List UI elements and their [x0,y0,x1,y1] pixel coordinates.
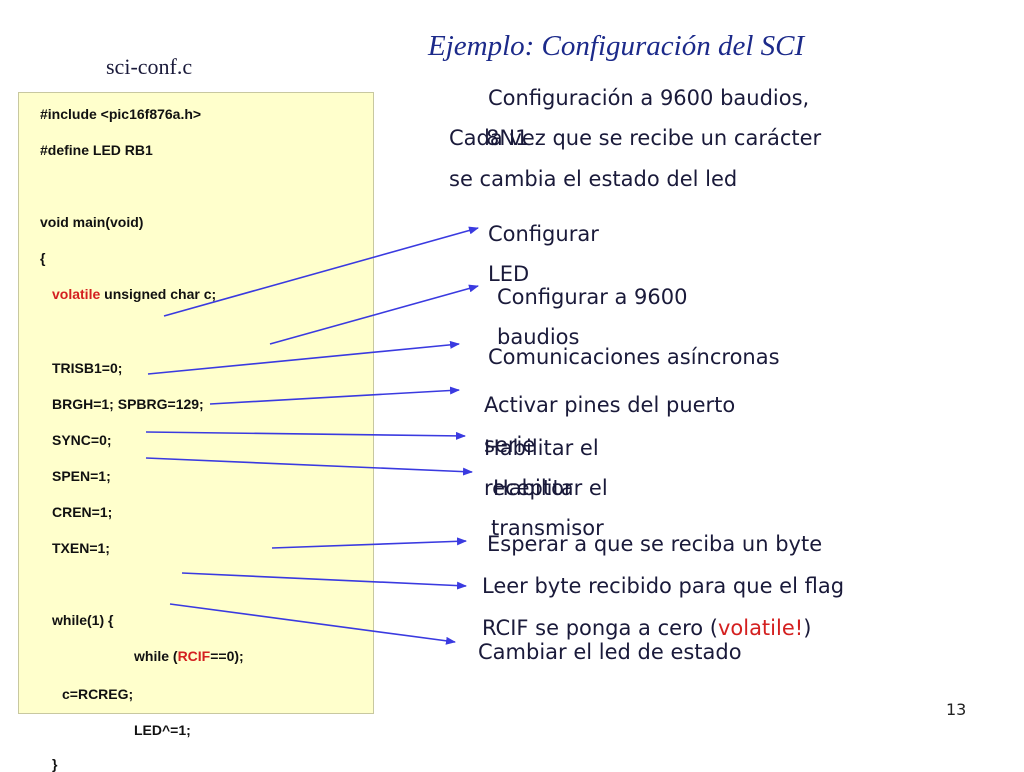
code-define: #define LED RB1 [40,142,153,158]
description-line2: Cada vez que se recibe un carácter [449,126,822,150]
annotation-configurar-led-2: LED [488,262,530,286]
arrow-tx [145,457,473,476]
annotation-pins-1: Activar pines del puerto [484,393,736,417]
volatile-keyword: volatile [52,286,101,302]
read-2-volatile: volatile! [717,616,804,640]
code-txen: TXEN=1; [52,540,110,556]
while-rcif-pre: while ( [134,648,178,664]
code-toggle: LED^=1; [134,722,191,738]
while-rcif-post: ==0); [210,648,244,664]
code-close-brace: } [52,756,58,772]
annotation-configurar-9600-2: baudios [497,325,580,349]
annotation-read-2: RCIF se ponga a cero (volatile!) [482,616,811,640]
annotation-pins-2: serie [484,433,536,457]
code-sync: SYNC=0; [52,432,112,448]
annotation-rx-1: Habilitar el [484,436,599,460]
annotation-read-1: Leer byte recibido para que el flag [482,574,845,598]
arrow-wait [271,537,467,549]
code-include: #include <pic16f876a.h> [40,106,202,122]
arrow-toggle [169,603,456,645]
code-read: c=RCREG; [62,686,134,702]
code-brgh: BRGH=1; SPBRG=129; [52,396,204,412]
annotation-configurar-led-1: Configurar [488,222,599,246]
code-panel [18,92,374,714]
code-while-rcif: while (RCIF==0); [134,648,244,664]
annotation-tx-2: transmisor [491,516,604,540]
code-cren: CREN=1; [52,504,113,520]
description-line1b: 8N1 [486,126,529,150]
arrow-configurar-led [163,226,479,317]
code-declaration: volatile unsigned char c; [52,286,216,302]
read-2-pre: RCIF se ponga a cero ( [482,616,718,640]
arrow-pins [209,386,460,405]
declaration-rest: unsigned char c; [100,286,217,302]
arrow-configurar-9600 [269,284,479,345]
annotation-tx-1: Habilitar el [493,476,608,500]
description-line3: se cambia el estado del led [449,167,738,191]
file-name: sci-conf.c [106,54,193,79]
page-number: 13 [946,700,967,719]
annotation-toggle: Cambiar el led de estado [478,640,742,664]
arrow-async [147,340,460,375]
rcif-keyword: RCIF [177,648,211,664]
annotation-async: Comunicaciones asíncronas [488,345,780,369]
code-trisb: TRISB1=0; [52,360,123,376]
annotation-rx-2: receptor [484,476,573,500]
arrow-read [181,572,467,590]
code-spen: SPEN=1; [52,468,111,484]
arrow-rx [145,431,466,440]
code-open-brace: { [40,250,46,266]
code-while-loop: while(1) { [52,612,114,628]
annotation-wait: Esperar a que se reciba un byte [487,532,823,556]
code-main: void main(void) [40,214,144,230]
annotation-configurar-9600-1: Configurar a 9600 [497,285,688,309]
slide-title: Ejemplo: Configuración del SCI [428,30,805,62]
description-line1: Configuración a 9600 baudios, [488,86,810,110]
read-2-post: ) [803,616,812,640]
